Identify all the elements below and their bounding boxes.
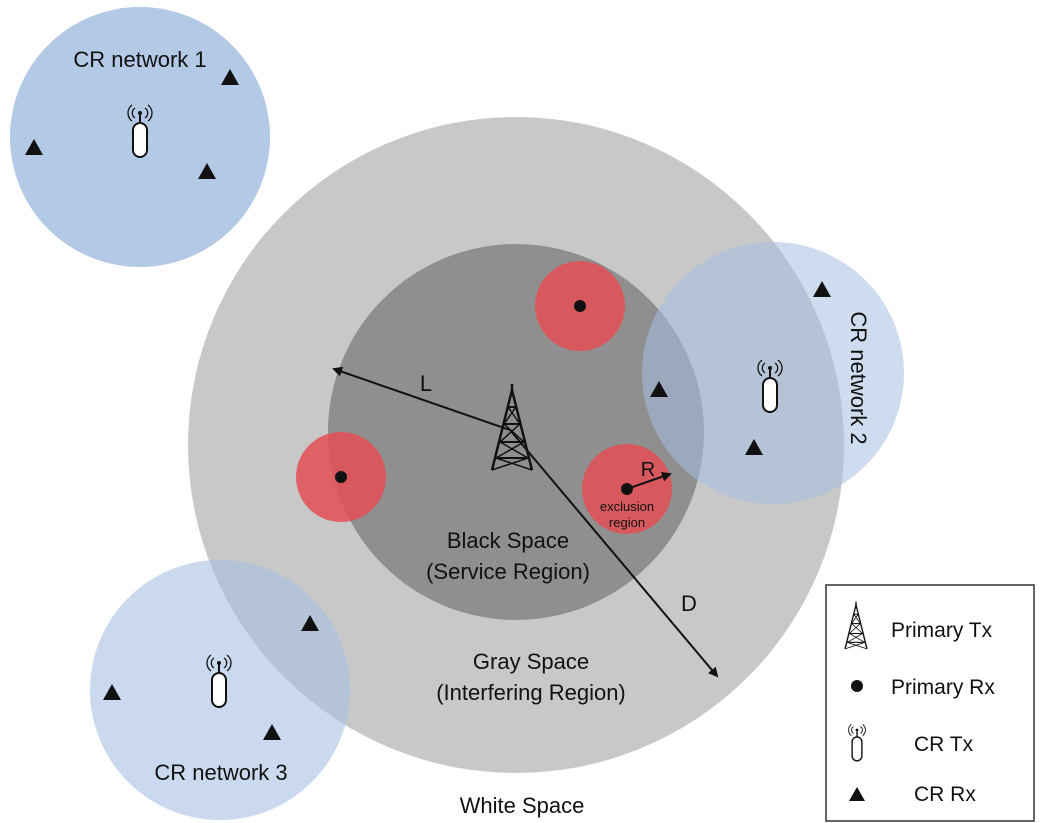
black-space-subtitle: (Service Region) <box>426 559 590 584</box>
cr-rx-triangle <box>301 615 319 631</box>
cr-rx-triangle <box>221 69 239 85</box>
legend-cr-rx-icon <box>849 787 865 801</box>
black-space-title: Black Space <box>447 528 569 553</box>
cr-rx-triangle <box>650 381 668 397</box>
cr-network-1-label: CR network 1 <box>73 47 206 72</box>
cr-network-3-label: CR network 3 <box>154 760 287 785</box>
white-space-label: White Space <box>460 793 585 818</box>
cr-rx-triangle <box>813 281 831 297</box>
primary-rx-left <box>335 471 347 483</box>
cr-rx-triangle <box>25 139 43 155</box>
legend-cr-tx-label: CR Tx <box>914 733 974 756</box>
gray-space-subtitle: (Interfering Region) <box>436 680 626 705</box>
distance-r-label: R <box>641 459 655 481</box>
legend-cr-rx-label: CR Rx <box>914 783 976 806</box>
cr-network-2-area <box>642 242 904 504</box>
legend-primary-tx-label: Primary Tx <box>891 619 993 642</box>
radius-l-arrow <box>332 366 511 431</box>
cr-network-2-label: CR network 2 <box>846 311 871 444</box>
gray-space-title: Gray Space <box>473 649 589 674</box>
exclusion-region-label-line2: region <box>609 515 645 530</box>
cr-rx-triangle <box>103 684 121 700</box>
legend-primary-rx-icon <box>851 680 863 692</box>
exclusion-region-label-line1: exclusion <box>600 499 654 514</box>
distance-d-label: D <box>681 591 697 616</box>
distance-l-label: L <box>420 371 432 396</box>
legend: Primary Tx Primary Rx CR Tx CR Rx <box>825 584 1035 822</box>
cr-rx-triangle <box>198 163 216 179</box>
radius-r-arrow <box>626 471 672 490</box>
cr-rx-triangle <box>263 724 281 740</box>
radius-d-arrow <box>509 429 719 678</box>
primary-rx-top <box>574 300 586 312</box>
legend-primary-rx-label: Primary Rx <box>891 676 995 699</box>
cr-rx-triangle <box>745 439 763 455</box>
